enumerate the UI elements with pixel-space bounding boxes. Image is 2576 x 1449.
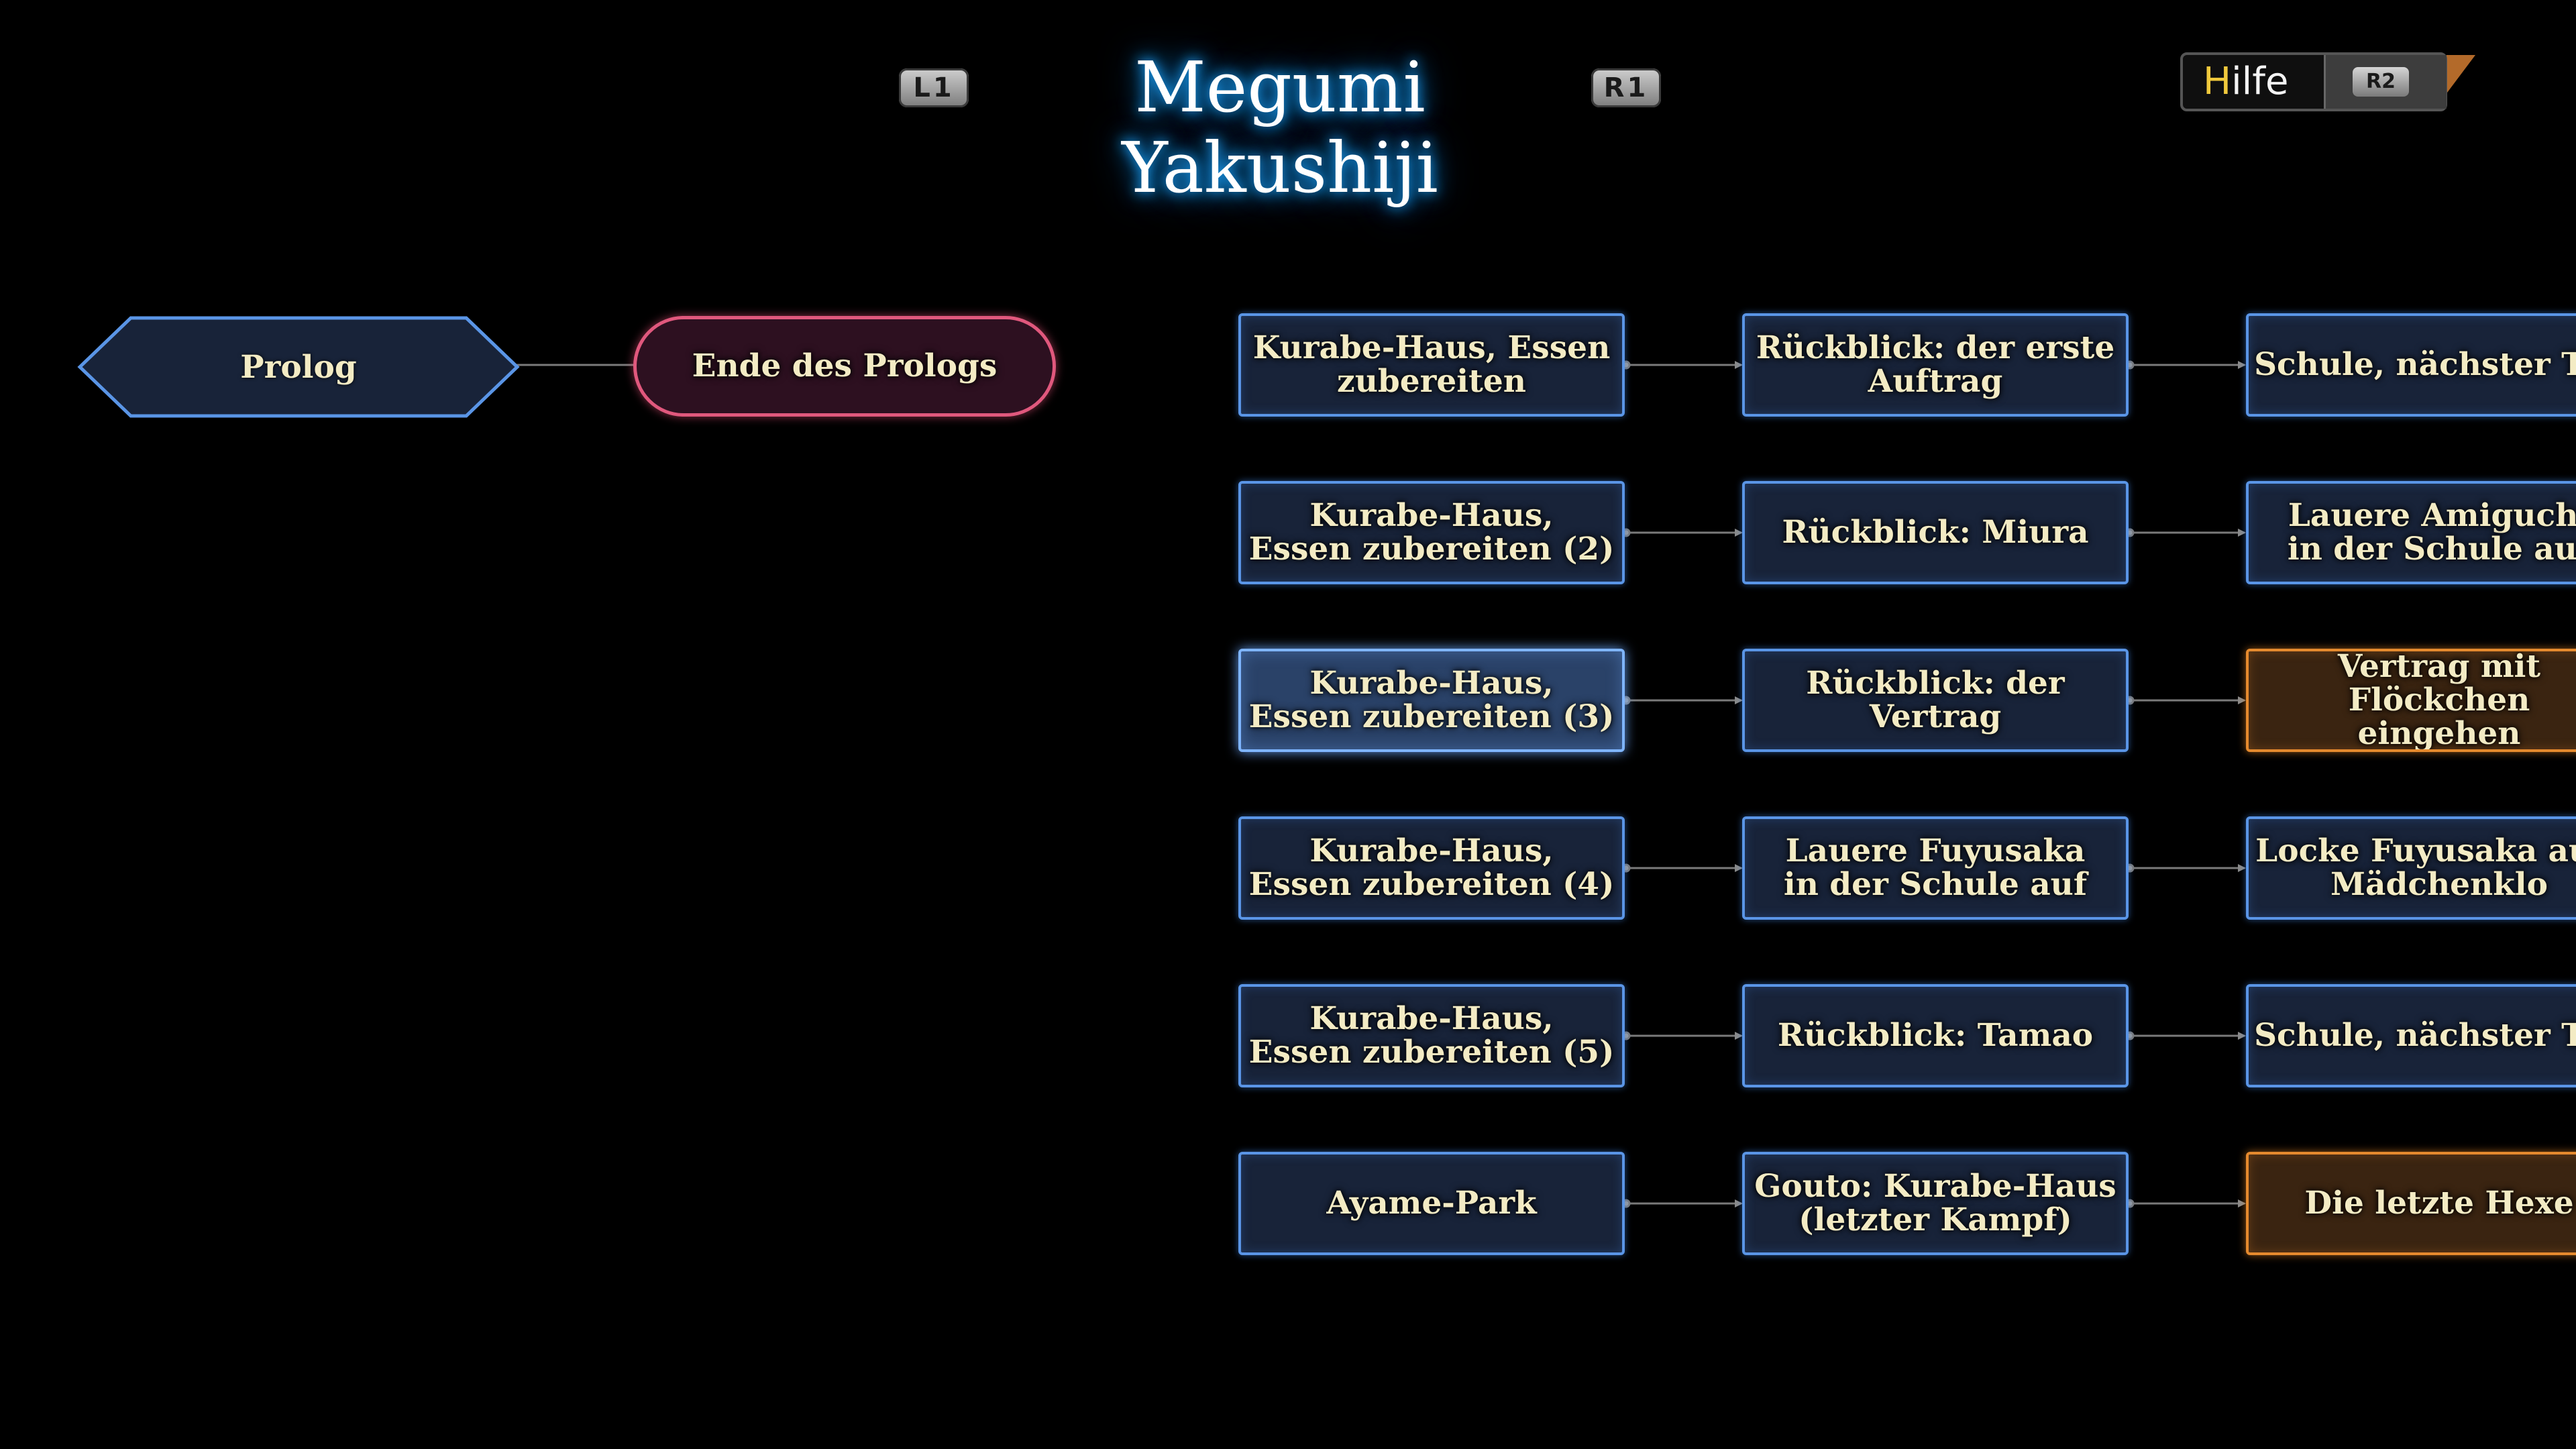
chapter-node-label: Rückblick: Miura bbox=[1782, 514, 2089, 551]
l1-button-prompt[interactable]: L1 bbox=[899, 68, 969, 107]
r1-button-prompt[interactable]: R1 bbox=[1591, 68, 1661, 107]
chapter-node[interactable]: Kurabe-Haus, Essen zubereiten bbox=[1238, 313, 1625, 417]
chapter-node-label: Schule, nächster Tag bbox=[2254, 346, 2576, 383]
chapter-node-label: Kurabe-Haus, Essen zubereiten bbox=[1252, 329, 1611, 400]
chapter-node-prolog[interactable]: Prolog bbox=[77, 315, 520, 419]
chapter-node-label: Kurabe-Haus, Essen zubereiten (5) bbox=[1248, 1000, 1615, 1071]
chapter-node[interactable]: Gouto: Kurabe-Haus (letzter Kampf) bbox=[1742, 1152, 2129, 1255]
help-button[interactable]: Hilfe R2 bbox=[2180, 52, 2475, 111]
help-label-initial: H bbox=[2203, 60, 2232, 103]
chapter-node[interactable]: Rückblick: Tamao bbox=[1742, 984, 2129, 1087]
chapter-node-key-event[interactable]: Vertrag mit Flöckchen eingehen bbox=[2246, 649, 2576, 752]
chapter-node[interactable]: Kurabe-Haus, Essen zubereiten (2) bbox=[1238, 481, 1625, 584]
page-title: Megumi Yakushiji bbox=[1122, 46, 1438, 209]
chapter-node-label: Kurabe-Haus, Essen zubereiten (3) bbox=[1248, 665, 1615, 735]
chapter-node-label: Locke Fuyusaka aufs Mädchenklo bbox=[2255, 833, 2576, 903]
chapter-node[interactable]: Schule, nächster Tag bbox=[2246, 984, 2576, 1087]
chapter-node-label: Lauere Fuyusaka in der Schule auf bbox=[1783, 833, 2088, 903]
chapter-node[interactable]: Lauere Amiguchi in der Schule auf bbox=[2246, 481, 2576, 584]
chapter-node[interactable]: Schule, nächster Tag bbox=[2246, 313, 2576, 417]
chapter-node[interactable]: Kurabe-Haus, Essen zubereiten (4) bbox=[1238, 816, 1625, 920]
chapter-node-label: Die letzte Hexe bbox=[2304, 1185, 2574, 1222]
chapter-node-label: Rückblick: der erste Auftrag bbox=[1756, 329, 2115, 400]
help-label: Hilfe bbox=[2203, 55, 2288, 109]
chapter-node-label: Vertrag mit Flöckchen eingehen bbox=[2337, 649, 2541, 752]
chapter-node-label: Kurabe-Haus, Essen zubereiten (4) bbox=[1248, 833, 1615, 903]
chapter-node-label: Ayame-Park bbox=[1326, 1185, 1537, 1222]
chapter-node-label: Rückblick: Tamao bbox=[1777, 1017, 2094, 1054]
help-body: Hilfe R2 bbox=[2180, 52, 2447, 111]
chapter-node-label: Kurabe-Haus, Essen zubereiten (2) bbox=[1248, 497, 1615, 568]
chapter-node-end-prolog[interactable]: Ende des Prologs bbox=[633, 316, 1056, 417]
chapter-node[interactable]: Ayame-Park bbox=[1238, 1152, 1625, 1255]
chapter-node-label: Gouto: Kurabe-Haus (letzter Kampf) bbox=[1754, 1168, 2116, 1238]
chapter-node[interactable]: Rückblick: der Vertrag bbox=[1742, 649, 2129, 752]
chapter-node[interactable]: Lauere Fuyusaka in der Schule auf bbox=[1742, 816, 2129, 920]
chapter-node-label: Prolog bbox=[240, 348, 357, 386]
r2-button-prompt[interactable]: R2 bbox=[2353, 67, 2409, 97]
chapter-node-label: Rückblick: der Vertrag bbox=[1806, 665, 2065, 735]
help-label-rest: ilfe bbox=[2231, 60, 2289, 103]
character-title-bar: L1 Megumi Yakushiji R1 bbox=[899, 47, 1661, 208]
chapter-node-label: Ende des Prologs bbox=[692, 347, 998, 384]
chapter-node[interactable]: Locke Fuyusaka aufs Mädchenklo bbox=[2246, 816, 2576, 920]
chapter-node-label: Schule, nächster Tag bbox=[2254, 1017, 2576, 1054]
chapter-node[interactable]: Kurabe-Haus, Essen zubereiten (5) bbox=[1238, 984, 1625, 1087]
prolog-hexagon-shape bbox=[77, 316, 520, 418]
chapter-node[interactable]: Rückblick: Miura bbox=[1742, 481, 2129, 584]
chapter-node[interactable]: Rückblick: der erste Auftrag bbox=[1742, 313, 2129, 417]
chapter-node-selected[interactable]: Kurabe-Haus, Essen zubereiten (3) bbox=[1238, 649, 1625, 752]
chapter-node-label: Lauere Amiguchi in der Schule auf bbox=[2287, 497, 2576, 568]
help-key-area: R2 bbox=[2324, 55, 2447, 109]
chapter-node-key-event[interactable]: Die letzte Hexe bbox=[2246, 1152, 2576, 1255]
